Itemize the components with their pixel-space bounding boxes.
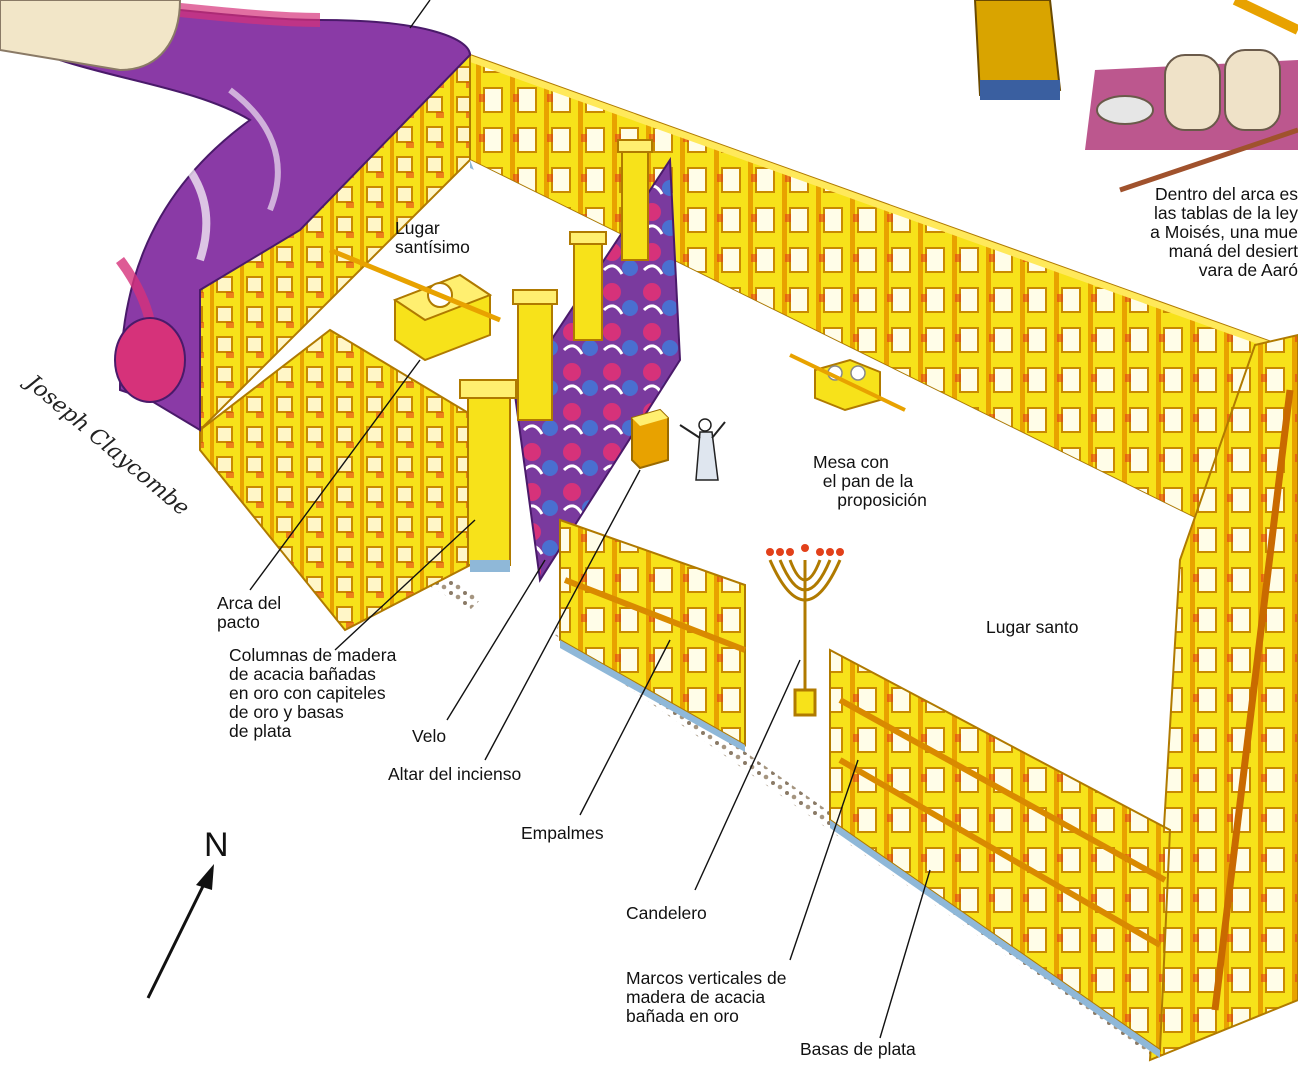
label-columnas: Columnas de madera de acacia bañadas en … [229,646,396,741]
label-altar-incienso: Altar del incienso [388,765,521,784]
north-label: N [204,826,229,865]
ark-contents-vignette [1085,0,1298,190]
high-priest-figure [975,0,1060,100]
label-candelero: Candelero [626,904,707,923]
label-arca-pacto: Arca del pacto [217,594,281,632]
priest-figure [680,419,725,480]
front-wall-left-frames [560,520,745,745]
scroll-corner [0,0,180,70]
altar-of-incense [632,410,668,468]
label-lugar-santo: Lugar santo [986,618,1078,637]
label-marcos: Marcos verticales de madera de acacia ba… [626,969,786,1026]
label-basas-plata: Basas de plata [800,1040,916,1059]
label-empalmes: Empalmes [521,824,604,843]
label-velo: Velo [412,727,446,746]
label-lugar-santisimo: Lugar santísimo [395,219,470,257]
covering-roll [115,318,185,402]
north-arrow [148,864,214,998]
label-mesa-pan: Mesa con el pan de la proposición [813,453,927,510]
label-arca-contents: Dentro del arca es las tablas de la ley … [1110,185,1298,280]
